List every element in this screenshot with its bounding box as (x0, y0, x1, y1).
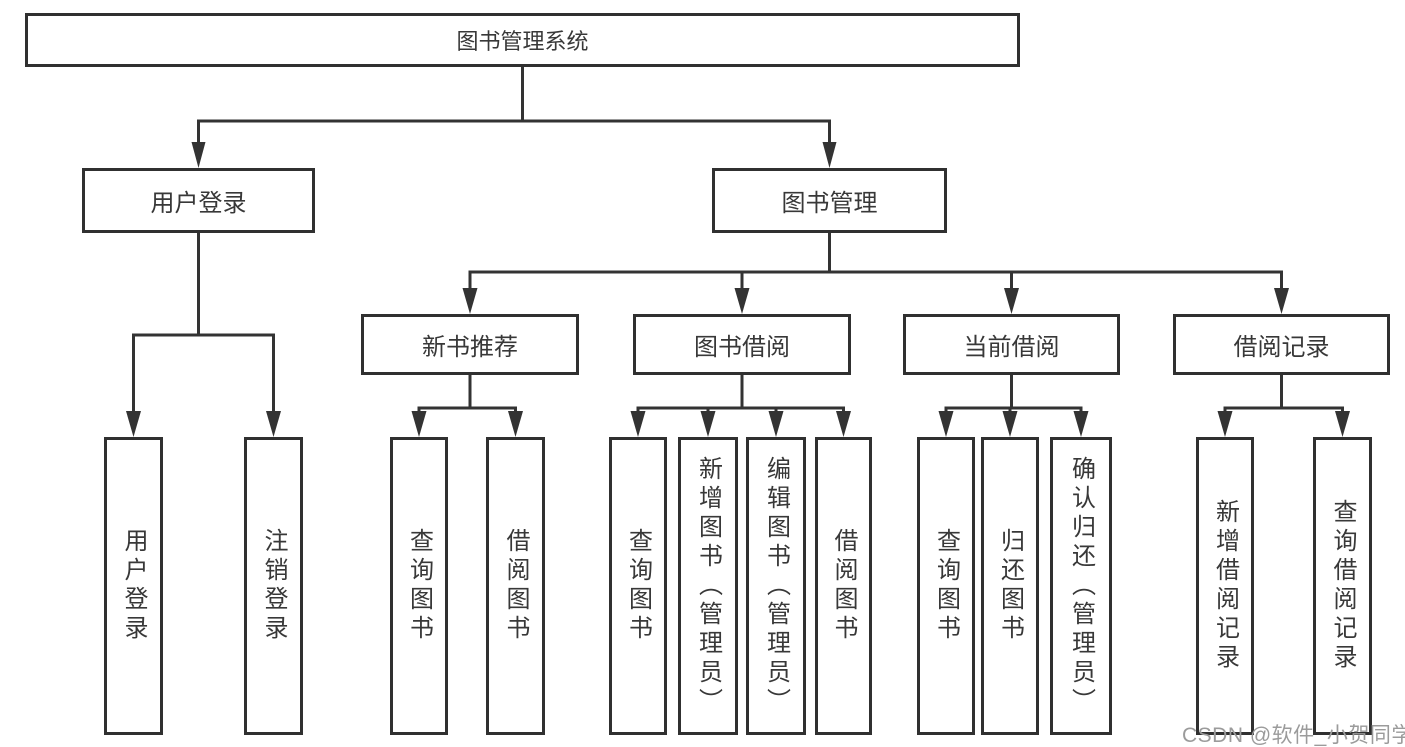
node-label: 查询借阅记录 (1329, 499, 1356, 673)
node-label: 用户登录 (120, 528, 147, 644)
node-label: 借阅记录 (1233, 334, 1330, 361)
node-label: 新书推荐 (422, 334, 518, 361)
node-borrow-record: 借阅记录 (1173, 314, 1390, 375)
node-edit-book-admin: 编辑图书（管理员） (746, 437, 806, 735)
node-return-book: 归还图书 (981, 437, 1039, 735)
node-label: 借阅图书 (502, 528, 529, 644)
node-label: 新增图书（管理员） (694, 455, 722, 717)
node-label: 用户登录 (150, 190, 247, 217)
node-confirm-return-admin: 确认归还（管理员） (1050, 437, 1112, 735)
node-user-login-action: 用户登录 (104, 437, 163, 735)
node-label: 当前借阅 (963, 334, 1060, 361)
node-label: 查询图书 (405, 528, 433, 644)
node-borrow-book-action: 借阅图书 (815, 437, 872, 735)
node-add-book-admin: 新增图书（管理员） (678, 437, 738, 735)
node-label: 借阅图书 (830, 528, 857, 644)
node-label: 图书借阅 (694, 334, 790, 361)
node-borrow-book-recommend: 借阅图书 (486, 437, 545, 735)
node-label: 编辑图书（管理员） (762, 455, 790, 717)
node-user-login: 用户登录 (82, 168, 315, 233)
node-label: 注销登录 (260, 528, 287, 644)
node-query-book-borrow: 查询图书 (609, 437, 667, 735)
node-label: 查询图书 (624, 528, 652, 644)
node-new-book-recommend: 新书推荐 (361, 314, 579, 375)
node-label: 新增借阅记录 (1211, 499, 1239, 673)
node-label: 图书管理系统 (456, 29, 589, 54)
node-book-borrow: 图书借阅 (633, 314, 851, 375)
node-label: 图书管理 (781, 190, 878, 217)
node-logout-action: 注销登录 (244, 437, 303, 735)
node-query-book-current: 查询图书 (917, 437, 975, 735)
node-current-borrow: 当前借阅 (903, 314, 1120, 375)
node-label: 查询图书 (932, 528, 960, 644)
node-add-borrow-record: 新增借阅记录 (1196, 437, 1254, 735)
node-book-management: 图书管理 (712, 168, 947, 233)
node-library-system: 图书管理系统 (25, 13, 1020, 67)
node-query-borrow-record: 查询借阅记录 (1313, 437, 1372, 735)
node-label: 归还图书 (996, 528, 1024, 644)
watermark-text: CSDN @软件_小贺同学 (1182, 724, 1405, 747)
node-label: 确认归还（管理员） (1067, 455, 1095, 717)
node-query-book-recommend: 查询图书 (390, 437, 448, 735)
